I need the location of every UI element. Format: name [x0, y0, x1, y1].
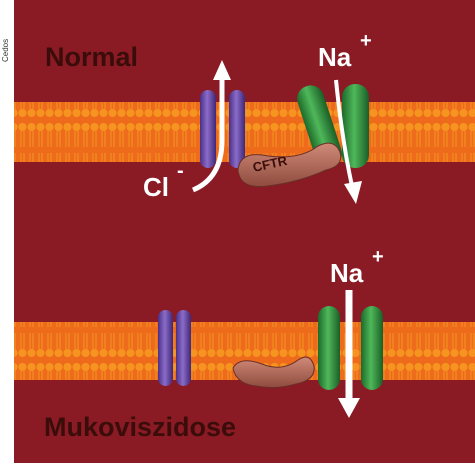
- chloride-charge: -: [177, 160, 184, 183]
- image-credit: Cedos: [1, 2, 12, 62]
- sodium-charge-top: +: [360, 30, 372, 53]
- sodium-label-bottom: Na: [330, 258, 363, 289]
- title-mukoviszidose: Mukoviszidose: [44, 412, 236, 443]
- credit-margin: [0, 0, 14, 463]
- sodium-label-top: Na: [318, 42, 351, 73]
- chloride-label: Cl: [143, 172, 169, 203]
- sodium-charge-bottom: +: [372, 246, 384, 269]
- title-normal: Normal: [45, 42, 138, 73]
